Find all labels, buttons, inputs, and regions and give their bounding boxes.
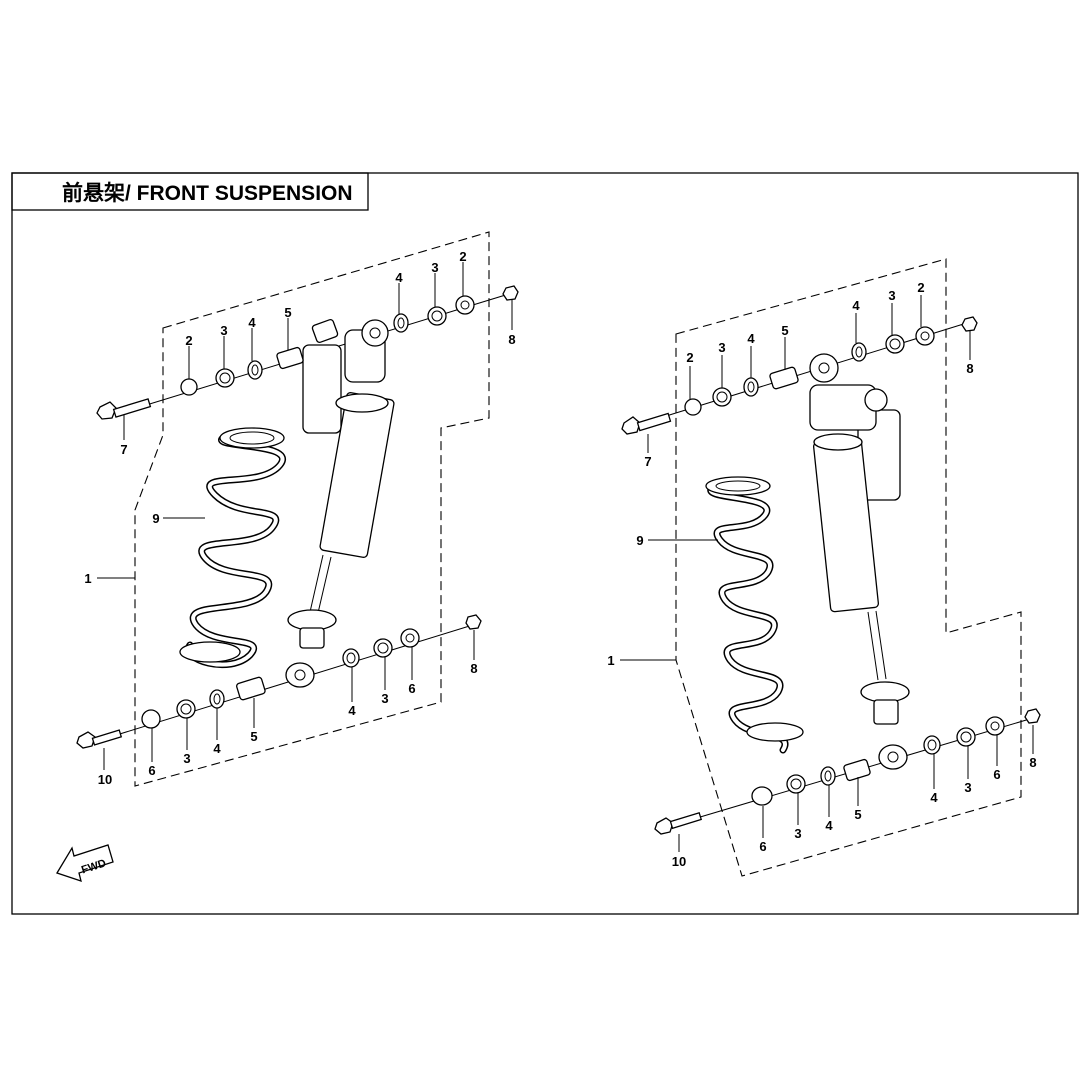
left-shock-assembly: 1 9 7 10 2 3 4 5 4 3 2 8 6 3 4 5 4 3 6 8 [76, 231, 519, 787]
callout-2: 2 [917, 280, 924, 295]
callout-4: 4 [348, 703, 356, 718]
right-shock-assembly: 1 9 7 10 2 3 4 5 4 3 2 8 6 3 4 5 4 3 6 8 [607, 258, 1041, 877]
right-bottom-hardware [654, 708, 1041, 835]
callout-6: 6 [148, 763, 155, 778]
callout-4: 4 [395, 270, 403, 285]
callout-4: 4 [852, 298, 860, 313]
fwd-arrow-icon: FWD [56, 844, 114, 882]
bolt-icon [96, 398, 152, 420]
callout-8: 8 [966, 361, 973, 376]
callout-2: 2 [686, 350, 693, 365]
diagram-frame [11, 172, 1079, 915]
callout-3: 3 [381, 691, 388, 706]
callout-5: 5 [781, 323, 788, 338]
callout-3: 3 [220, 323, 227, 338]
bolt-icon [621, 412, 672, 435]
left-shock-absorber [285, 318, 395, 688]
callout-6: 6 [759, 839, 766, 854]
callout-3: 3 [964, 780, 971, 795]
callout-4: 4 [747, 331, 755, 346]
right-top-hardware [621, 316, 978, 435]
bolt-icon [654, 811, 703, 835]
callout-4: 4 [825, 818, 833, 833]
callout-4: 4 [248, 315, 256, 330]
callout-10: 10 [98, 772, 112, 787]
callout-9: 9 [636, 533, 643, 548]
callout-6: 6 [408, 681, 415, 696]
callout-6: 6 [993, 767, 1000, 782]
left-spring [179, 427, 286, 668]
callout-5: 5 [250, 729, 257, 744]
callout-5: 5 [284, 305, 291, 320]
callout-7: 7 [120, 442, 127, 457]
callout-5: 5 [854, 807, 861, 822]
callout-3: 3 [183, 751, 190, 766]
callout-3: 3 [794, 826, 801, 841]
callout-3: 3 [888, 288, 895, 303]
bolt-icon [76, 729, 123, 749]
callout-4: 4 [930, 790, 938, 805]
right-spring [705, 476, 804, 754]
callout-9: 9 [152, 511, 159, 526]
left-assembly-outline [134, 231, 490, 787]
callout-8: 8 [508, 332, 515, 347]
callout-3: 3 [431, 260, 438, 275]
callout-2: 2 [185, 333, 192, 348]
callout-1: 1 [84, 571, 91, 586]
callout-8: 8 [470, 661, 477, 676]
callout-7: 7 [644, 454, 651, 469]
callout-3: 3 [718, 340, 725, 355]
callout-4: 4 [213, 741, 221, 756]
callout-1: 1 [607, 653, 614, 668]
right-shock-absorber [809, 353, 910, 770]
right-assembly-outline [675, 258, 1022, 877]
callout-8: 8 [1029, 755, 1036, 770]
callout-2: 2 [459, 249, 466, 264]
page-title: 前悬架/ FRONT SUSPENSION [62, 181, 353, 205]
left-bottom-hardware [76, 614, 482, 749]
left-top-hardware [96, 285, 519, 420]
title-box [11, 172, 369, 211]
callout-10: 10 [672, 854, 686, 869]
